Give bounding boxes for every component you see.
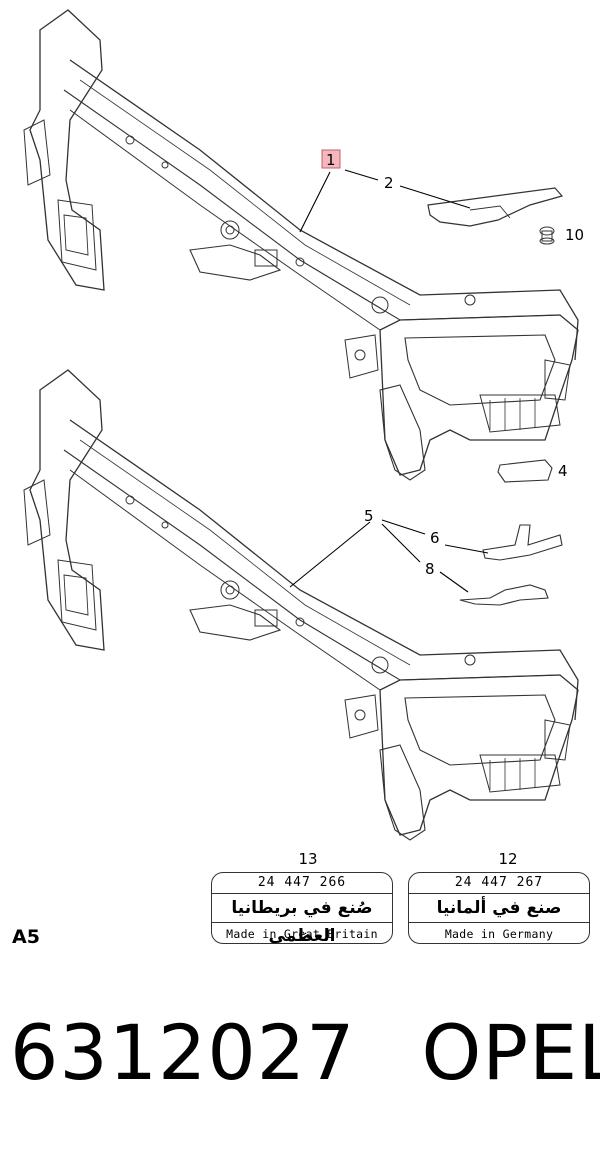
part-4-bracket (497, 459, 553, 483)
label-13: 24 447 266 صُنع في بريطانيا العظمى Made … (211, 872, 393, 946)
front-panel-upper (23, 9, 579, 481)
label-12-part-no: 24 447 267 (409, 873, 589, 894)
label-12-arabic: صنع في ألمانيا (409, 894, 589, 923)
callout-4: 4 (558, 462, 568, 480)
callout-5: 5 (364, 507, 374, 525)
brand-name: OPEL (421, 1008, 600, 1097)
callout-1: 1 (326, 151, 336, 169)
label-13-arabic: صُنع في بريطانيا العظمى (212, 894, 392, 946)
sheet-code: A5 (12, 926, 40, 948)
callout-10: 10 (565, 226, 584, 244)
part-6-bracket (482, 524, 563, 561)
label-13-made-in: Made in Great Britain (226, 927, 378, 941)
part-2-bracket (427, 187, 564, 227)
part-number-line: 6312027 OPEL (10, 1008, 600, 1097)
callout-2: 2 (384, 174, 394, 192)
callout-8: 8 (425, 560, 435, 578)
callout-6: 6 (430, 529, 440, 547)
label-13-number: 13 (298, 850, 318, 868)
label-12: 24 447 267 صنع في ألمانيا Made in German… (408, 872, 590, 944)
leader-lines (289, 169, 489, 593)
callout-1-box (321, 149, 341, 169)
parts-diagram: 1 2 10 4 5 6 8 (23, 9, 584, 841)
label-12-number: 12 (498, 850, 518, 868)
part-number: 6312027 (10, 1008, 356, 1097)
label-13-part-no: 24 447 266 (212, 873, 392, 894)
part-10-bolt (539, 226, 555, 245)
part-8-bracket (459, 584, 549, 606)
label-12-made-in: Made in Germany (444, 927, 554, 941)
